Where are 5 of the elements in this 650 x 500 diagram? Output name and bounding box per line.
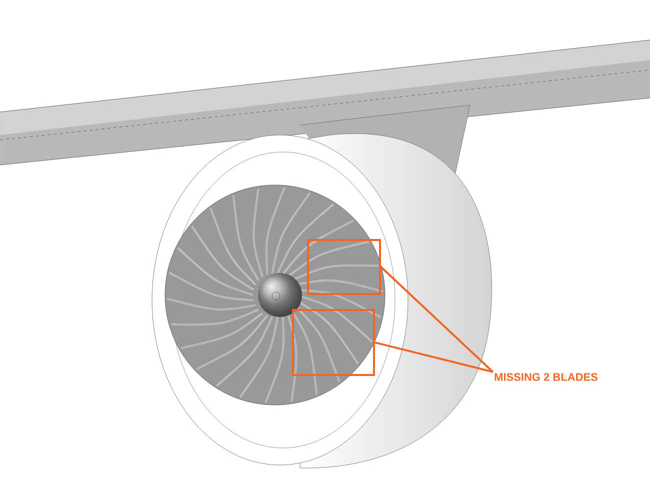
highlight-box xyxy=(307,239,381,295)
leader-line xyxy=(374,342,494,373)
highlight-box xyxy=(292,309,375,376)
leader-line xyxy=(380,266,494,373)
callout-label: MISSING 2 BLADES xyxy=(494,373,598,381)
